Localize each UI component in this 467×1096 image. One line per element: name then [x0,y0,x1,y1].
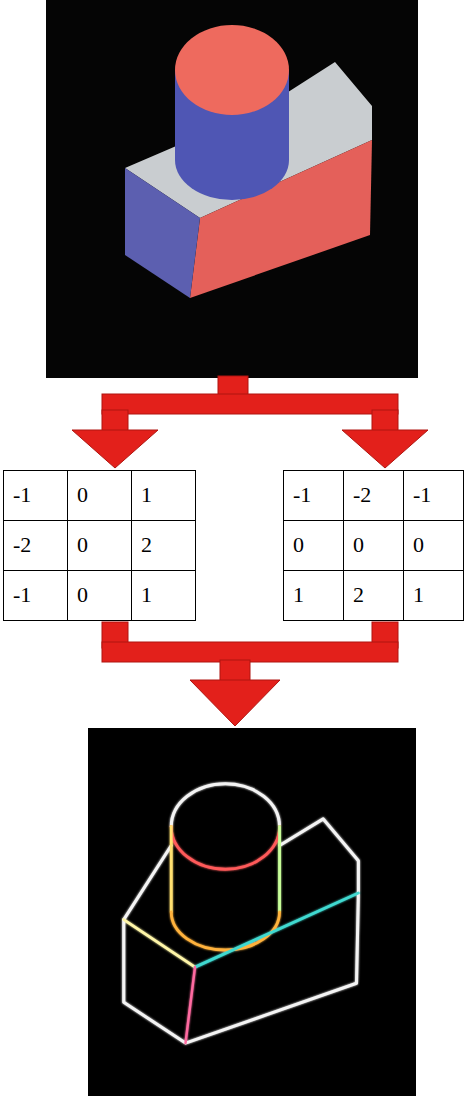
kernel-cell: 0 [77,584,88,606]
box-edge [124,920,195,968]
kernel-cell: 1 [413,584,424,606]
kernel-cell: 1 [141,484,152,506]
cylinder-side [278,827,281,913]
kernel-grid-left [4,471,196,621]
kernel-grid-right [284,471,464,621]
kernel-cell: 0 [353,534,364,556]
outer-edge [124,846,172,920]
split-arrow [72,376,428,468]
kernel-cell: 2 [353,584,364,606]
kernel-cell: 0 [77,534,88,556]
kernel-cell: 1 [293,584,304,606]
cylinder-rim-front [171,827,279,870]
kernel-cell: -1 [293,484,311,506]
photo-background [46,0,418,378]
kernel-cell: 0 [77,484,88,506]
kernel-cell: -2 [13,534,31,556]
kernel-cell: -1 [413,484,431,506]
box-side-face [125,168,200,298]
edge-image [88,728,416,1096]
cylinder-top [175,25,289,115]
box-edge [195,893,358,967]
kernel-cell: 0 [413,534,424,556]
cylinder-side [170,827,173,913]
cylinder-rim [171,784,279,827]
kernel-cell: -1 [13,584,31,606]
cylinder-base [171,912,279,950]
merge-arrow [102,622,398,726]
kernel-cell: 0 [293,534,304,556]
kernel-cell: -2 [353,484,371,506]
box-edge [186,967,196,1043]
kernel-cell: -1 [13,484,31,506]
input-photo [46,0,418,378]
outer-edge [124,819,359,1043]
kernel-cell: 2 [141,534,152,556]
kernel-cell: 1 [141,584,152,606]
edge-background [88,728,416,1096]
